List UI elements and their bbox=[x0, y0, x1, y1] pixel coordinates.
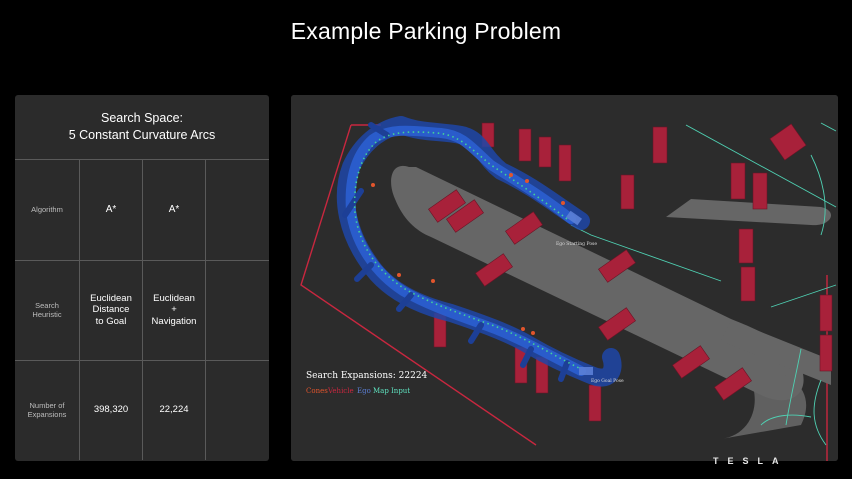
cell-col1: 398,320 bbox=[80, 360, 143, 460]
row-label: Algorithm bbox=[15, 160, 80, 260]
cell-text: to Goal bbox=[95, 315, 127, 327]
cell-col2: A* bbox=[143, 160, 206, 260]
comparison-table: Search Space: 5 Constant Curvature Arcs … bbox=[15, 95, 269, 461]
cell-col1: Euclidean Distance to Goal bbox=[80, 260, 143, 360]
cell-col2: Euclidean + Navigation bbox=[143, 260, 206, 360]
cell-text: Distance bbox=[92, 304, 130, 316]
slide-title: Example Parking Problem bbox=[290, 18, 562, 44]
cell-text: A* bbox=[168, 204, 180, 216]
ego-goal-pose bbox=[579, 367, 593, 375]
table-header: Search Space: 5 Constant Curvature Arcs bbox=[15, 95, 269, 160]
cell-text: 22,224 bbox=[159, 404, 189, 416]
row-label: Number of Expansions bbox=[15, 360, 80, 460]
ego-goal-label: Ego Goal Pose bbox=[591, 378, 624, 384]
table-header-line2: 5 Constant Curvature Arcs bbox=[68, 128, 216, 142]
row-label-text: Number of bbox=[29, 400, 65, 410]
cell-empty bbox=[206, 160, 269, 260]
table-header-line1: Search Space: bbox=[101, 111, 183, 125]
table-row-algorithm: Algorithm A* A* bbox=[15, 160, 269, 261]
cell-text: A* bbox=[105, 204, 117, 216]
cell-text: Navigation bbox=[151, 315, 197, 327]
row-label-text: Search bbox=[35, 300, 59, 310]
table-grid: Algorithm A* A* Search Heuristic bbox=[15, 160, 269, 461]
row-label-text: Algorithm bbox=[31, 205, 63, 215]
cones bbox=[371, 173, 565, 335]
row-label-text: Expansions bbox=[27, 410, 67, 419]
table-row-expansions: Number of Expansions 398,320 22,224 bbox=[15, 360, 269, 460]
planned-path bbox=[353, 131, 582, 370]
cell-text: Euclidean bbox=[90, 292, 132, 304]
cell-col1: A* bbox=[80, 160, 143, 260]
table-row-heuristic: Search Heuristic Euclidean Distance to G… bbox=[15, 260, 269, 361]
legend-ego: Ego bbox=[357, 387, 371, 395]
legend-vehicle: Vehicle bbox=[327, 387, 354, 395]
search-expansions-label: Search Expansions: 22224 bbox=[306, 371, 428, 381]
cell-text: + bbox=[171, 304, 177, 316]
cell-col2: 22,224 bbox=[143, 360, 206, 460]
cell-empty bbox=[206, 360, 269, 460]
row-label-text: Heuristic bbox=[32, 310, 62, 319]
ego-start-label: Ego Starting Pose bbox=[556, 241, 597, 247]
parked-vehicles bbox=[428, 122, 833, 422]
road-areas bbox=[391, 165, 832, 439]
map-legend: Cones Vehicle Ego Map Input bbox=[306, 387, 410, 395]
cell-text: Euclidean bbox=[153, 292, 195, 304]
row-label: Search Heuristic bbox=[15, 260, 80, 360]
tesla-wordmark: TESLA bbox=[713, 456, 788, 466]
parking-map: Ego Starting Pose Ego Goal Pose Search E… bbox=[291, 95, 838, 461]
cell-text: 398,320 bbox=[93, 404, 129, 416]
search-expansions bbox=[336, 116, 622, 387]
legend-map-input: Map Input bbox=[373, 387, 410, 395]
parking-map-svg: Ego Starting Pose Ego Goal Pose Search E… bbox=[291, 95, 838, 461]
ego-start-pose bbox=[565, 210, 583, 226]
legend-cones: Cones bbox=[306, 387, 328, 395]
cell-empty bbox=[206, 260, 269, 360]
